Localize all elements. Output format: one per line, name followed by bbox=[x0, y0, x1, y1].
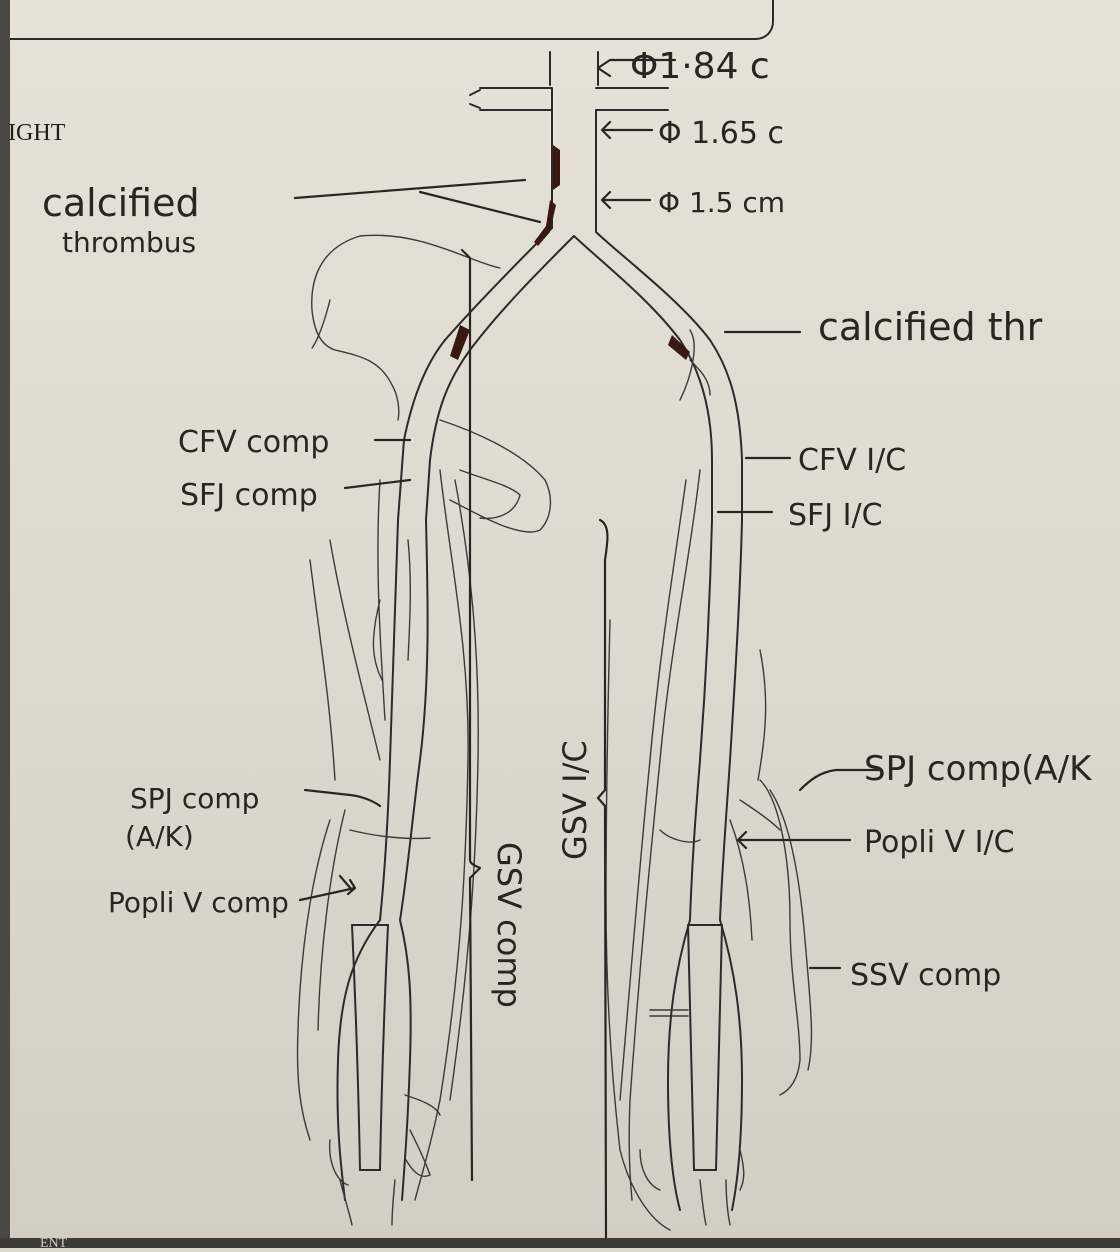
sfj-right-label: SFJ I/C bbox=[788, 498, 883, 533]
page-bottom-shadow bbox=[0, 1238, 1120, 1248]
popli-right-label: Popli V I/C bbox=[864, 825, 1015, 860]
footer-fragment: ENT bbox=[40, 1236, 67, 1252]
diameter-mid-label: Φ 1.65 c bbox=[658, 116, 784, 151]
handwritten-labels: Φ1·84 c Φ 1.65 c Φ 1.5 cm calcified thro… bbox=[42, 46, 1093, 1008]
calcified-thrombus bbox=[450, 145, 690, 360]
ssv-right-label: SSV comp bbox=[850, 958, 1001, 993]
cfv-left-label: CFV comp bbox=[178, 425, 329, 460]
gsv-left-label: GSV comp bbox=[490, 842, 528, 1008]
spj-left-label-2: (A/K) bbox=[125, 820, 194, 853]
calcified-left-label-2: thrombus bbox=[62, 226, 196, 259]
spj-right-label: SPJ comp(A/K bbox=[864, 749, 1093, 789]
left-leg-veins bbox=[298, 470, 479, 1225]
calcified-right-label: calcified thr bbox=[818, 305, 1043, 349]
right-leg-veins bbox=[606, 470, 811, 1230]
right-hip-outline bbox=[680, 330, 710, 400]
diameter-top-label: Φ1·84 c bbox=[630, 46, 770, 87]
sfj-left-label: SFJ comp bbox=[180, 478, 318, 513]
calcified-left-label-1: calcified bbox=[42, 181, 200, 225]
cfv-right-label: CFV I/C bbox=[798, 443, 906, 478]
popli-left-label: Popli V comp bbox=[108, 886, 289, 919]
diameter-low-label: Φ 1.5 cm bbox=[658, 186, 785, 219]
gsv-right-label: GSV I/C bbox=[556, 740, 594, 860]
spj-left-label-1: SPJ comp bbox=[130, 782, 259, 815]
